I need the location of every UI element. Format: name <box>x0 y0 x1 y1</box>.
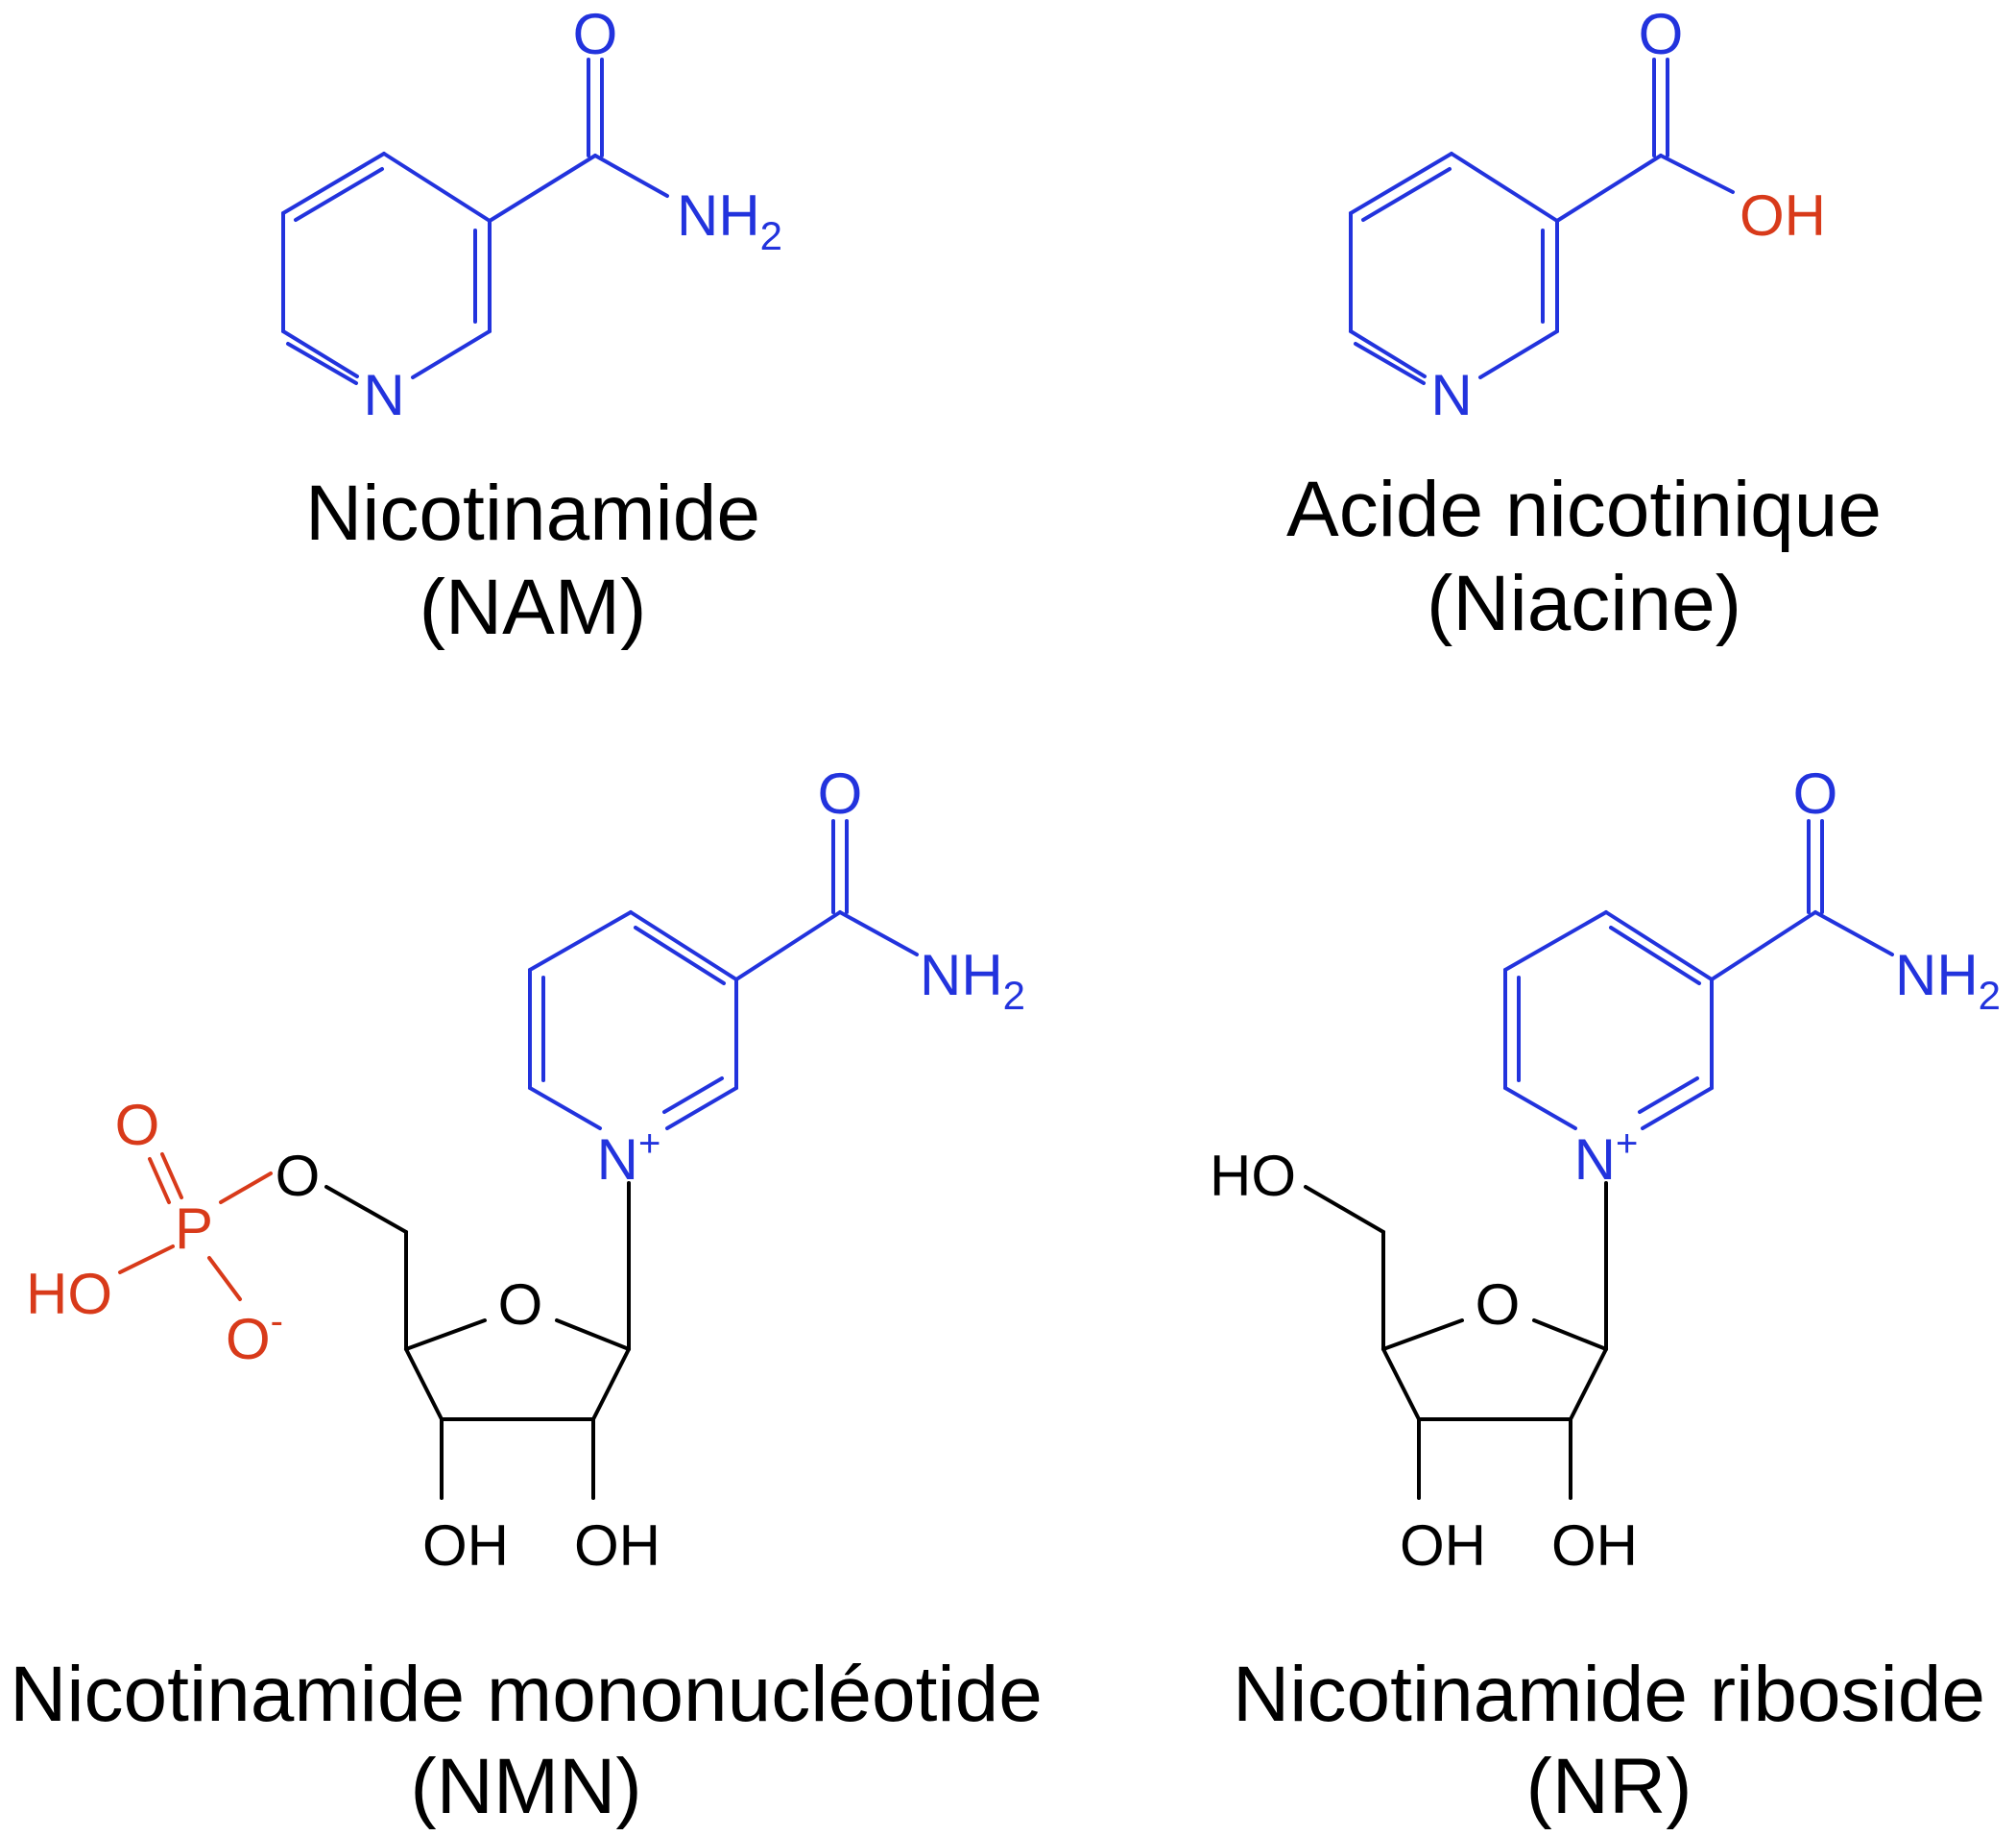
nmn-ester-o-label: O <box>276 1144 321 1208</box>
nmn-oh-right-label: OH <box>574 1513 660 1578</box>
molecule-nicotinic-acid: N O OH Acide nicotinique (Niacine) <box>1286 2 1882 647</box>
nmn-amide-label: NH2 <box>920 943 1025 1018</box>
molecule-nmn: N+ O NH2 O OH OH O P O HO O- Nicotinamid… <box>10 761 1043 1830</box>
niacin-abbreviation: (Niacine) <box>1427 560 1741 647</box>
nam-name: Nicotinamide <box>305 470 760 557</box>
nmn-phosphorus-label: P <box>175 1196 213 1261</box>
nr-amide-label: NH2 <box>1895 943 2001 1018</box>
nam-amide-label: NH2 <box>677 183 782 258</box>
nr-pyridinium-bonds <box>1503 819 1894 1130</box>
nmn-p-o-minus-label: O- <box>226 1300 283 1371</box>
nam-carbonyl-o-label: O <box>573 2 618 66</box>
niacin-carbonyl-o-label: O <box>1639 2 1684 66</box>
niacin-name: Acide nicotinique <box>1286 466 1882 553</box>
nmn-p-double-o-label: O <box>115 1093 160 1157</box>
nam-abbreviation: (NAM) <box>420 564 647 651</box>
nr-ch2-ho-label: HO <box>1210 1144 1296 1208</box>
nr-abbreviation: (NR) <box>1525 1743 1692 1830</box>
nam-ring-n-label: N <box>363 363 404 427</box>
nmn-carbonyl-o-label: O <box>818 761 863 826</box>
niacin-acid-oh-label: OH <box>1740 183 1826 248</box>
nmn-abbreviation: (NMN) <box>410 1743 641 1830</box>
nmn-ring-n-label: N+ <box>597 1123 661 1192</box>
nr-oh-left-label: OH <box>1400 1513 1486 1578</box>
molecule-nr: N+ O NH2 O OH OH HO Nicotinamide ribosid… <box>1210 761 2001 1830</box>
nr-ring-n-label: N+ <box>1574 1123 1639 1192</box>
nr-carbonyl-o-label: O <box>1793 761 1838 826</box>
niacin-bonds <box>1349 58 1735 385</box>
nmn-ribose-o-label: O <box>498 1272 543 1337</box>
nr-oh-right-label: OH <box>1551 1513 1638 1578</box>
niacin-ring-n-label: N <box>1430 363 1472 427</box>
nmn-oh-left-label: OH <box>422 1513 509 1578</box>
molecule-nicotinamide: N O NH2 Nicotinamide (NAM) <box>281 2 782 651</box>
nam-bonds <box>281 58 669 385</box>
nmn-pyridinium-bonds <box>528 819 919 1130</box>
nmn-ribose-bonds <box>324 1181 631 1500</box>
nmn-phosphate-bonds <box>118 1152 273 1301</box>
nr-name: Nicotinamide riboside <box>1233 1651 1985 1738</box>
nr-ribose-o-label: O <box>1476 1272 1521 1337</box>
nr-ribose-bonds <box>1304 1181 1608 1500</box>
nmn-name: Nicotinamide mononucléotide <box>10 1651 1043 1738</box>
nmn-p-ho-label: HO <box>26 1262 112 1326</box>
